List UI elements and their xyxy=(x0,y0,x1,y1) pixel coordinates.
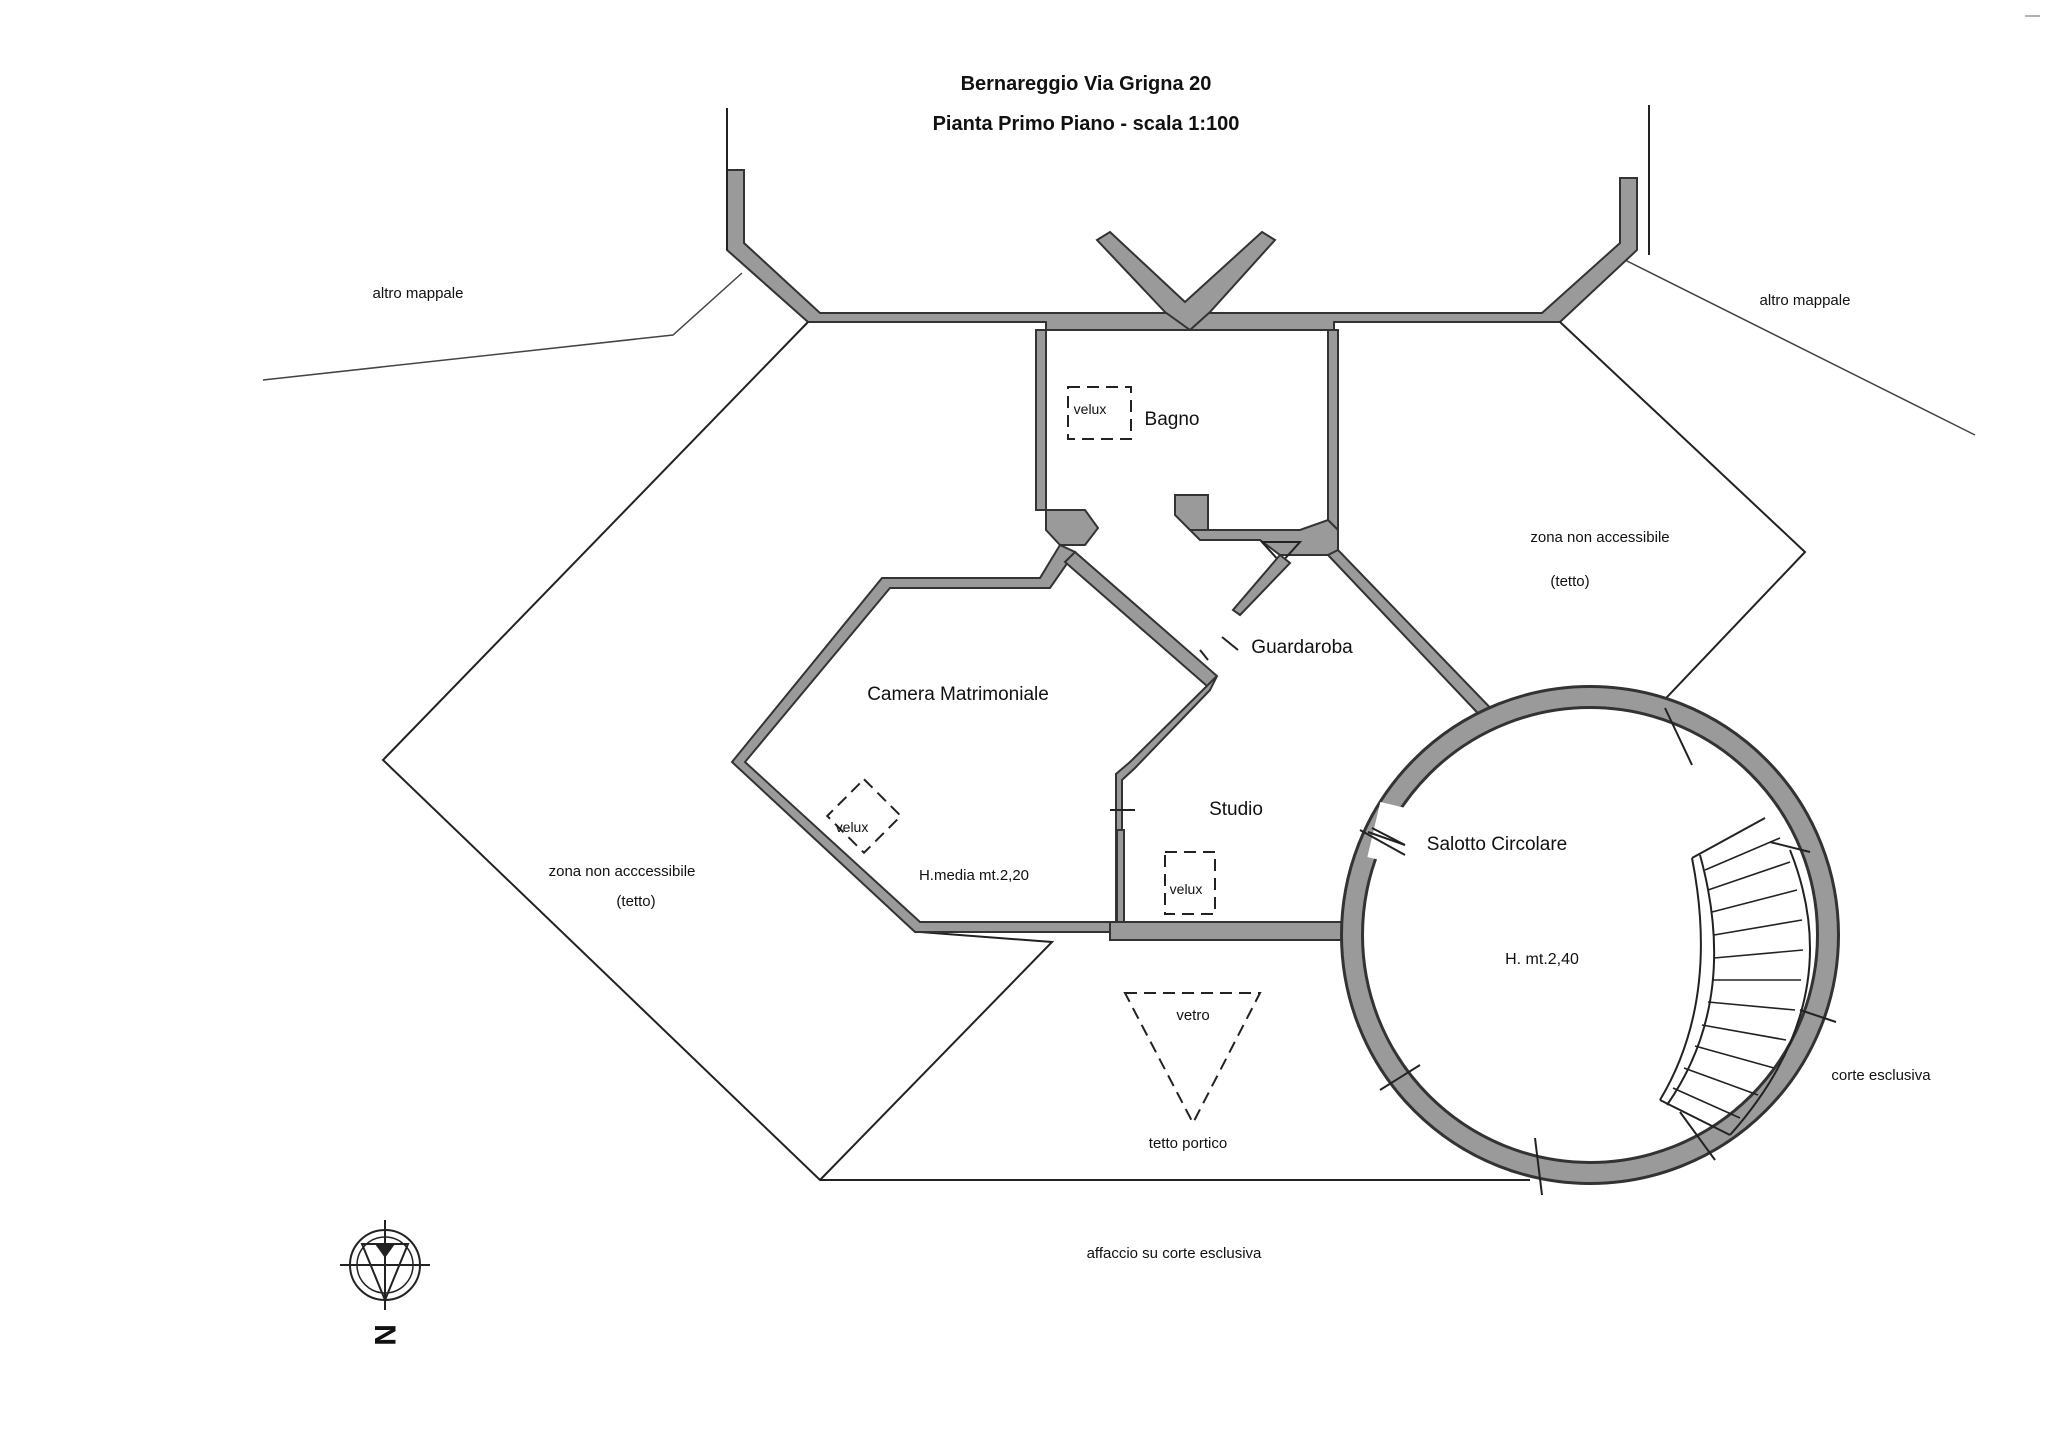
guardaroba-walls xyxy=(1109,548,1504,941)
label-zona-left: zona non acccessibile xyxy=(549,863,696,880)
label-guardaroba: Guardaroba xyxy=(1251,637,1353,658)
label-zona-right: zona non accessibile xyxy=(1530,529,1669,546)
label-studio: Studio xyxy=(1209,799,1263,820)
north-arrow-icon xyxy=(340,1220,430,1310)
vetro-marker xyxy=(1123,992,1262,1126)
boundary-left xyxy=(262,272,743,381)
label-tetto-left: (tetto) xyxy=(616,893,655,910)
north-label: N xyxy=(368,1324,401,1346)
label-altro-mappale-left: altro mappale xyxy=(373,285,464,302)
spiral-stair xyxy=(1659,817,1811,1136)
label-altro-mappale-right: altro mappale xyxy=(1760,292,1851,309)
velux-studio-marker xyxy=(1164,851,1216,915)
velux-camera-marker xyxy=(825,777,903,855)
top-walls xyxy=(726,105,1650,332)
boundary-right xyxy=(1614,254,1976,436)
label-bagno: Bagno xyxy=(1145,409,1200,430)
label-tetto-right: (tetto) xyxy=(1550,573,1589,590)
label-salotto: Salotto Circolare xyxy=(1427,834,1567,855)
label-tetto-portico: tetto portico xyxy=(1149,1135,1227,1152)
label-corte-esclusiva: corte esclusiva xyxy=(1831,1067,1931,1084)
plan-title: Bernareggio Via Grigna 20 xyxy=(961,73,1212,95)
label-velux-studio: velux xyxy=(1170,881,1203,897)
salotto-circolare xyxy=(1340,685,1840,1196)
label-affaccio: affaccio su corte esclusiva xyxy=(1087,1245,1262,1262)
portico-outline xyxy=(819,931,1055,1181)
roof-outline-left xyxy=(381,321,1530,1181)
roof-outline-right xyxy=(1559,321,1807,716)
plan-subtitle: Pianta Primo Piano - scala 1:100 xyxy=(933,113,1240,135)
bagno-walls xyxy=(1035,329,1339,565)
label-velux-bagno: velux xyxy=(1074,401,1107,417)
label-camera: Camera Matrimoniale xyxy=(867,684,1049,705)
label-velux-camera: velux xyxy=(836,819,869,835)
label-vetro: vetro xyxy=(1176,1007,1209,1024)
label-h-media: H.media mt.2,20 xyxy=(919,867,1029,884)
label-h-salotto: H. mt.2,40 xyxy=(1505,951,1579,968)
